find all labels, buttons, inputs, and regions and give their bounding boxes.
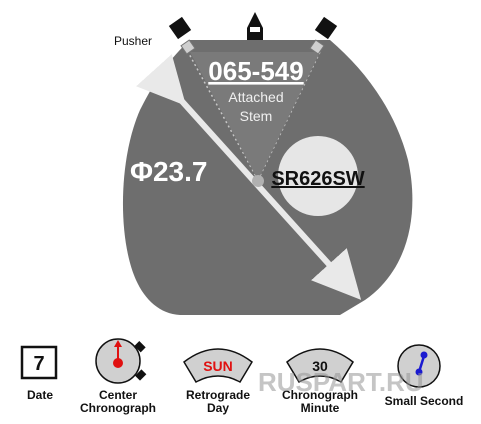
crown-icon [247, 12, 263, 40]
center-chronograph-label: Center Chronograph [68, 388, 168, 416]
chronograph-minute-value: 30 [312, 358, 328, 374]
center-chronograph-icon [95, 338, 147, 384]
battery-label: SR626SW [271, 168, 364, 190]
retrograde-day-line1: Retrograde [185, 388, 250, 402]
pusher-label: Pusher [114, 34, 152, 48]
watermark: RUSPART.RU [258, 367, 424, 397]
chronograph-minute-line2: Minute [300, 401, 340, 416]
pusher-right-icon [309, 16, 338, 55]
retrograde-day-icon: SUN [183, 348, 253, 384]
retrograde-day-label: Retrograde Day [176, 388, 260, 416]
small-second-text: Small Second [384, 394, 464, 408]
stem-label-line2: Stem [240, 108, 273, 124]
small-second-icon [397, 344, 441, 388]
chronograph-minute-line1: Chronograph [282, 388, 358, 402]
date-label: Date [16, 388, 64, 402]
chronograph-minute-label: Chronograph Minute [270, 388, 370, 416]
date-icon: 7 [20, 345, 58, 380]
retrograde-day-value: SUN [203, 358, 233, 374]
chronograph-minute-icon: 30 [286, 348, 354, 384]
date-icon-value: 7 [33, 353, 44, 375]
center-pivot [252, 175, 264, 187]
center-chronograph-line1: Center [98, 388, 137, 402]
date-label-text: Date [26, 388, 53, 402]
caliber-number: 065-549 [208, 56, 303, 86]
pusher-left-icon [168, 16, 196, 55]
stem-label-line1: Attached [228, 89, 283, 105]
center-chronograph-line2: Chronograph [80, 401, 156, 416]
diameter-label: Φ23.7 [130, 156, 207, 187]
small-second-label: Small Second [374, 394, 474, 408]
retrograde-day-line2: Day [206, 401, 229, 416]
